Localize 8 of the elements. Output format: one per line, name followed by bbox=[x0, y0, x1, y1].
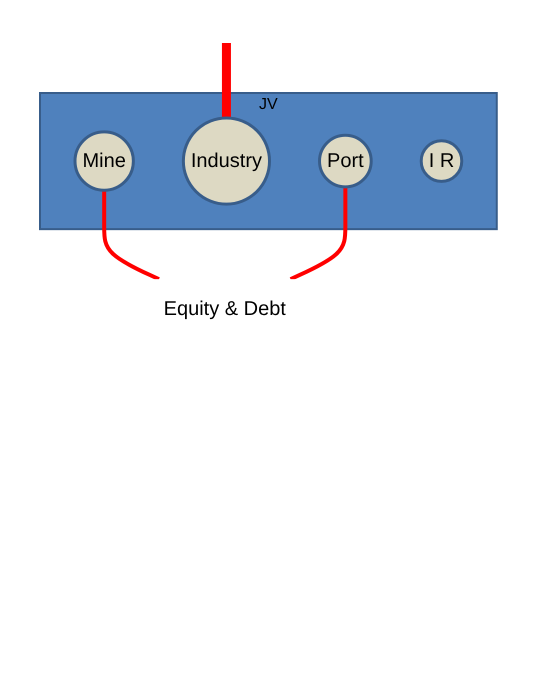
node-circle: Industry bbox=[182, 116, 272, 206]
connector bbox=[222, 42, 232, 118]
node-text: Equity & Debt bbox=[164, 298, 286, 320]
node-circle: Port bbox=[318, 134, 373, 188]
node-circle: I R bbox=[420, 139, 464, 183]
connector bbox=[290, 186, 348, 281]
connector bbox=[102, 190, 160, 281]
node-circle: Mine bbox=[74, 130, 135, 192]
